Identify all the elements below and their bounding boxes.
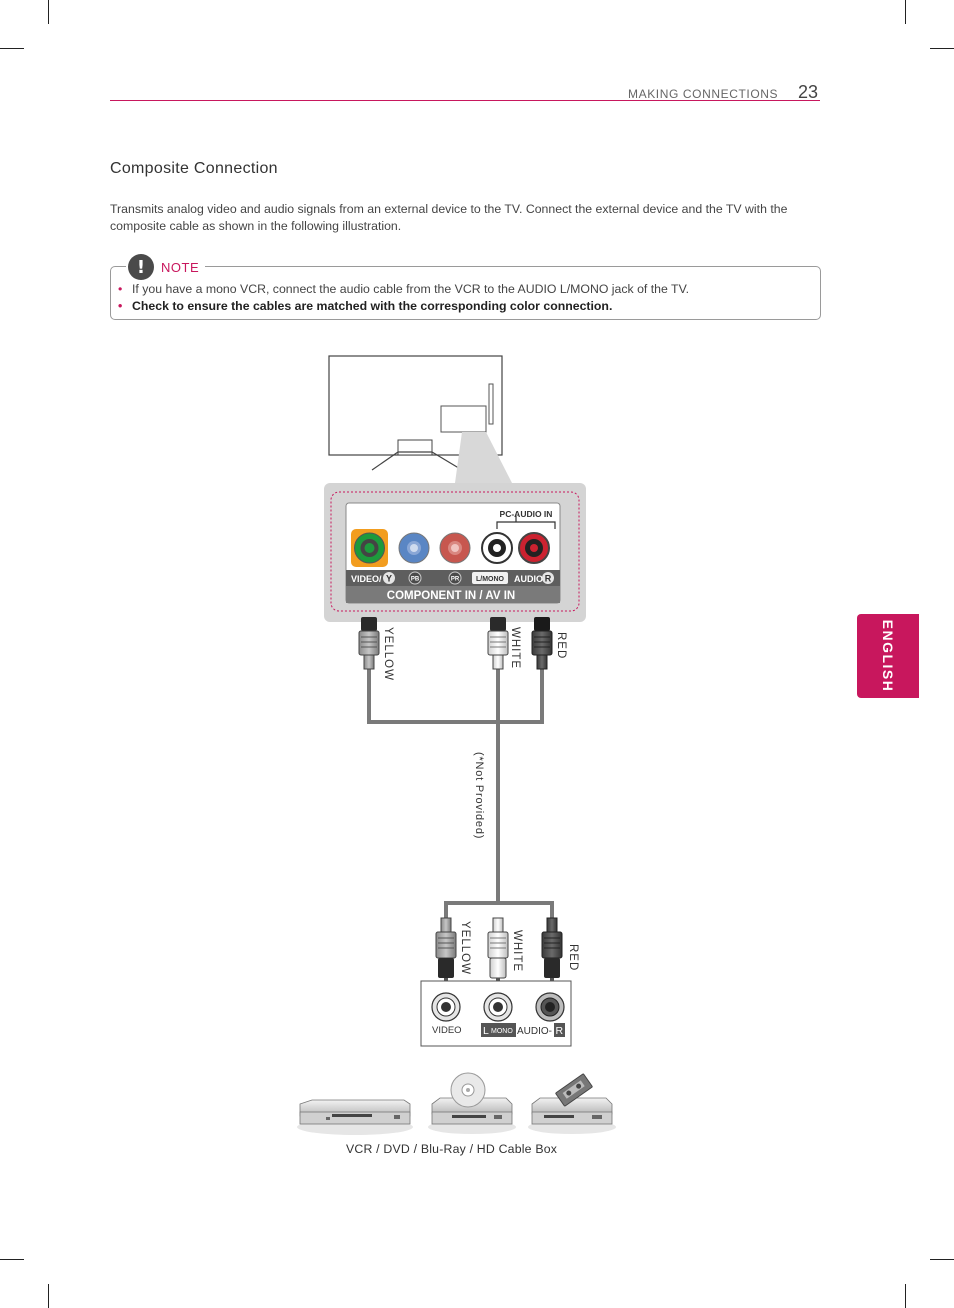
note-box — [110, 266, 821, 320]
device-caption: VCR / DVD / Blu-Ray / HD Cable Box — [346, 1142, 558, 1156]
red-label-top: RED — [555, 632, 567, 659]
yellow-label-top: YELLOW — [382, 627, 394, 681]
white-label-bottom: WHITE — [511, 930, 523, 972]
crop-mark — [0, 48, 24, 49]
pb-jack — [398, 532, 430, 564]
device-mono-label: MONO — [491, 1028, 513, 1035]
device-jack-panel: VIDEO L MONO AUDIO- R — [420, 980, 572, 1047]
cable-lines — [367, 668, 554, 918]
note-item: Check to ensure the cables are matched w… — [118, 298, 689, 315]
header-rule — [110, 100, 820, 101]
yellow-label-bottom: YELLOW — [459, 921, 471, 975]
device-video-label: VIDEO — [432, 1025, 462, 1036]
device-audio-l-jack — [483, 992, 513, 1022]
y-label: Y — [386, 574, 392, 584]
pb-label: PB — [411, 577, 420, 583]
dvd-device-icon — [428, 1072, 516, 1134]
white-label-top: WHITE — [509, 627, 521, 669]
note-header: ! NOTE — [126, 254, 206, 280]
y-badge — [383, 572, 395, 584]
red-label-bottom: RED — [567, 944, 579, 971]
intro-paragraph: Transmits analog video and audio signals… — [110, 202, 788, 233]
device-audio-label: AUDIO- — [517, 1026, 552, 1037]
tv-illustration — [328, 355, 512, 483]
crop-mark — [0, 1259, 24, 1260]
yellow-plug-bottom — [435, 917, 457, 990]
component-av-in-label: COMPONENT IN / AV IN — [387, 590, 515, 602]
pr-jack — [439, 532, 471, 564]
cable-box-device-icon — [528, 1073, 616, 1134]
l-mono-label: L/MONO — [476, 576, 505, 583]
r-label: R — [545, 574, 552, 584]
device-audio-r-jack — [535, 992, 565, 1022]
pc-audio-in-label: PC-AUDIO IN — [500, 509, 553, 519]
device-r-label: R — [556, 1025, 564, 1037]
crop-mark — [905, 0, 906, 24]
red-plug-bottom — [541, 917, 563, 990]
tape-icon — [555, 1073, 593, 1107]
note-label: NOTE — [161, 259, 200, 275]
exclamation-icon: ! — [128, 254, 154, 280]
video-jack — [354, 532, 385, 564]
crop-mark — [48, 1284, 49, 1308]
page-number: 23 — [798, 82, 819, 102]
note-item: If you have a mono VCR, connect the audi… — [118, 281, 689, 298]
note-list: If you have a mono VCR, connect the audi… — [118, 281, 689, 315]
audio-l-jack — [481, 532, 513, 564]
audio-label: AUDIO — [514, 574, 543, 584]
crop-mark — [930, 1259, 954, 1260]
video-y-label: VIDEO/ — [351, 574, 382, 584]
tv-back-panel: COMPONENT IN / AV IN VIDEO/ Y PB PR L/MO… — [324, 483, 586, 622]
device-l-label: L — [483, 1025, 489, 1037]
crop-mark — [48, 0, 49, 24]
pr-label: PR — [451, 577, 460, 583]
not-provided-label: (*Not Provided) — [473, 752, 485, 839]
white-plug-bottom — [487, 917, 509, 990]
language-tab: ENGLISH — [857, 614, 919, 698]
vcr-device-icon — [297, 1099, 413, 1135]
red-plug-top — [531, 617, 553, 670]
device-video-jack — [431, 992, 461, 1022]
section-title: Composite Connection — [110, 160, 278, 177]
crop-mark — [905, 1284, 906, 1308]
audio-r-jack — [518, 532, 550, 564]
white-plug-top — [487, 617, 509, 670]
header-section-title: MAKING CONNECTIONS — [628, 87, 779, 101]
yellow-plug-top — [358, 617, 380, 670]
crop-mark — [930, 48, 954, 49]
r-badge — [542, 572, 554, 584]
